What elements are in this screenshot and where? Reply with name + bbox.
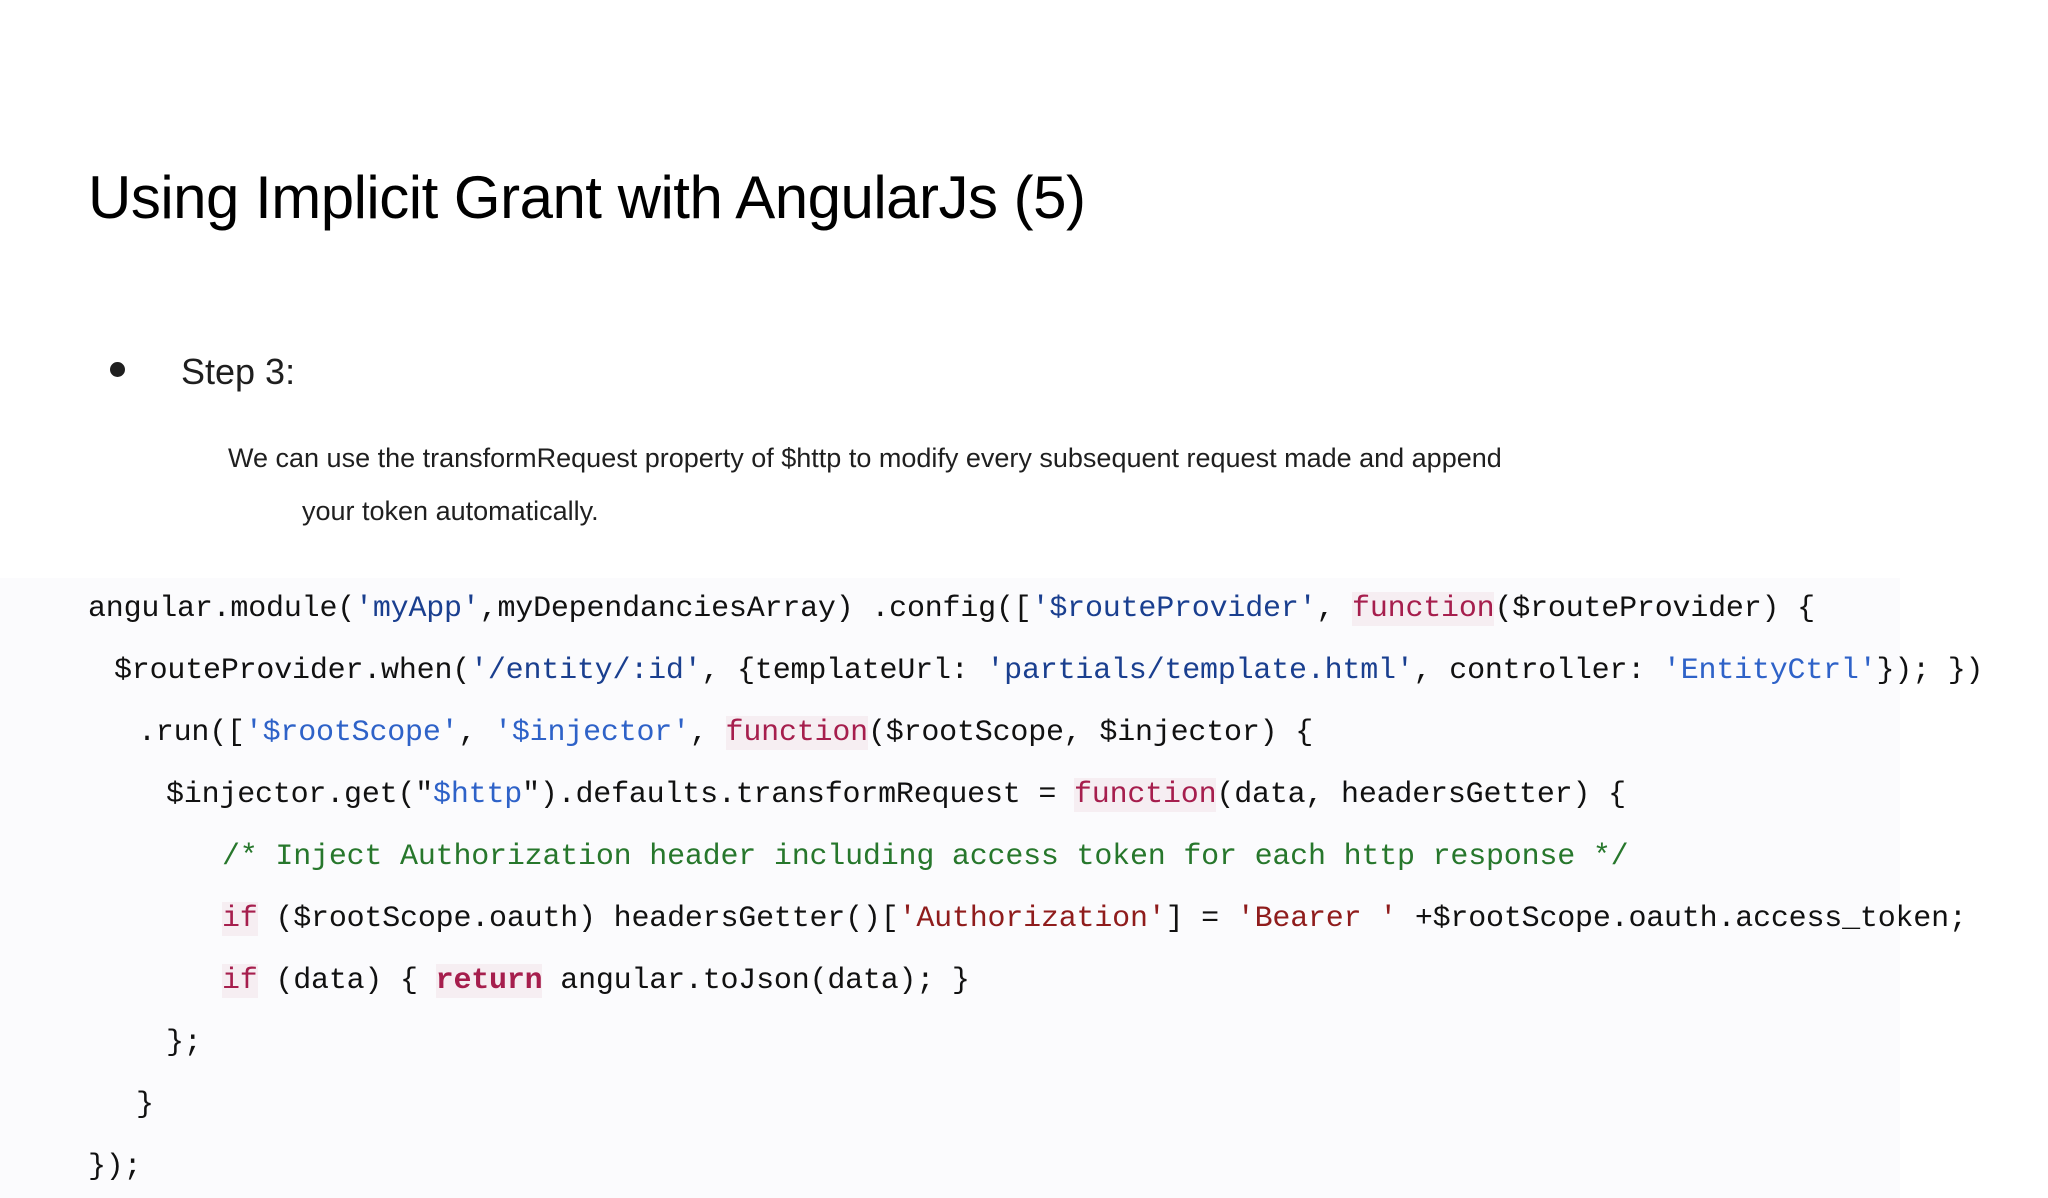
code-token-plain: , controller: (1413, 654, 1663, 688)
code-token-plain: , (458, 716, 495, 750)
code-token-darkred: 'Bearer ' (1236, 902, 1398, 936)
code-line: if (data) { return angular.toJson(data);… (0, 950, 1900, 1012)
code-token-keyword: if (222, 964, 258, 998)
bullet-step-3: Step 3: (110, 350, 295, 394)
code-token-plain: ,myDependanciesArray) .config([ (479, 592, 1032, 626)
code-token-plain: $routeProvider.when( (114, 654, 471, 688)
bullet-label: Step 3: (181, 351, 296, 392)
code-token-keyword: function (1352, 592, 1495, 626)
code-token-string: '$routeProvider' (1031, 592, 1317, 626)
slide-canvas: Using Implicit Grant with AngularJs (5) … (88, 164, 1984, 1184)
code-line: } (0, 1074, 1900, 1136)
code-token-plain: (data, headersGetter) { (1216, 778, 1626, 812)
code-line: angular.module('myApp',myDependanciesArr… (0, 578, 1900, 640)
code-token-keyword: function (725, 716, 868, 750)
code-block: angular.module('myApp',myDependanciesArr… (0, 578, 1984, 1198)
code-token-string: 'partials/template.html' (986, 654, 1414, 688)
code-token-string-light: '$injector' (494, 716, 690, 750)
code-token-plain: angular.toJson(data); } (542, 964, 970, 998)
code-token-plain: , {templateUrl: (701, 654, 987, 688)
code-token-plain: ($rootScope.oauth) headersGetter()[ (257, 902, 899, 936)
code-token-plain: , (1316, 592, 1353, 626)
code-token-plain: }); }) (1876, 654, 1984, 688)
code-token-keyword-bold: return (435, 964, 543, 998)
code-line: .run(['$rootScope', '$injector', functio… (0, 702, 1900, 764)
code-token-plain: ($rootScope, $injector) { (867, 716, 1314, 750)
code-line: /* Inject Authorization header including… (0, 826, 1900, 888)
code-token-keyword: function (1073, 778, 1217, 812)
code-token-plain: $injector.get(" (166, 778, 434, 812)
code-token-plain: ").defaults.transformRequest = (522, 778, 1074, 812)
code-line: if ($rootScope.oauth) headersGetter()['A… (0, 888, 1967, 950)
code-token-comment: /* Inject Authorization header including… (222, 840, 1629, 874)
code-line: }); (0, 1136, 1900, 1198)
code-line: $routeProvider.when('/entity/:id', {temp… (0, 640, 1984, 702)
code-token-plain: (data) { (257, 964, 436, 998)
code-token-string-light: '$rootScope' (244, 716, 459, 750)
code-token-string-light: $http (433, 778, 523, 812)
code-line: }; (0, 1012, 1900, 1074)
bullet-dot-icon (110, 362, 125, 377)
code-token-string-light: 'EntityCtrl' (1662, 654, 1877, 688)
description-line-1: We can use the transformRequest property… (228, 443, 1502, 473)
page-title: Using Implicit Grant with AngularJs (5) (88, 164, 1086, 232)
code-token-plain: ] = (1165, 902, 1237, 936)
code-token-plain: angular.module( (88, 592, 356, 626)
description-line-2: your token automatically. (302, 496, 599, 526)
step-description: We can use the transformRequest property… (228, 432, 1848, 538)
code-token-darkred: 'Authorization' (898, 902, 1166, 936)
code-token-plain: ($routeProvider) { (1494, 592, 1815, 626)
code-token-plain: , (689, 716, 726, 750)
code-token-plain: +$rootScope.oauth.access_token; (1397, 902, 1967, 936)
code-token-plain: .run([ (138, 716, 245, 750)
code-line: $injector.get("$http").defaults.transfor… (0, 764, 1900, 826)
code-token-plain: }; (166, 1026, 202, 1060)
code-token-plain: }); (88, 1150, 142, 1184)
code-token-keyword: if (222, 902, 258, 936)
code-token-plain: } (136, 1088, 154, 1122)
code-token-string: '/entity/:id' (470, 654, 702, 688)
code-token-string: 'myApp' (355, 592, 480, 626)
